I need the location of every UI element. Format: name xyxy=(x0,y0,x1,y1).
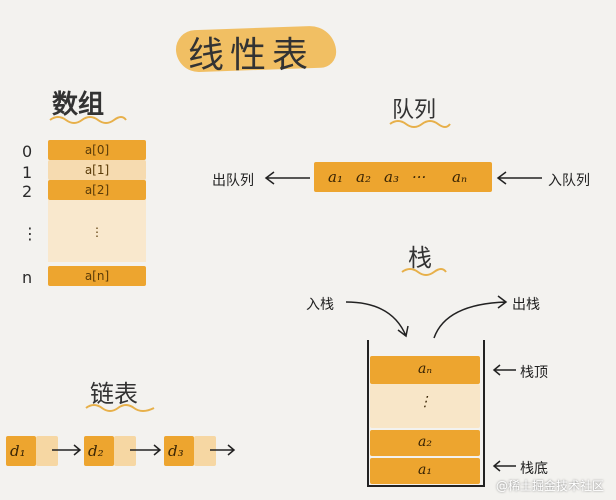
node-1-value: d₁ xyxy=(10,442,26,460)
stack-cell-top: aₙ xyxy=(370,356,480,384)
page-title: 线性表 xyxy=(188,35,315,76)
stack-top-element: aₙ xyxy=(417,361,433,377)
stack-push-label: 入栈 xyxy=(306,297,334,313)
array-index-0: 0 xyxy=(22,142,33,161)
stack-cell-bottom: a₁ xyxy=(370,458,480,484)
stack-bottom-label: 栈底 xyxy=(520,461,548,477)
queue-in-arrow xyxy=(496,171,542,185)
array-cell-1: a[1] xyxy=(48,160,146,180)
array-index-ellipsis: ⋮ xyxy=(22,224,38,243)
array-cell-0: a[0] xyxy=(48,140,146,160)
linked-list-arrow-1 xyxy=(52,444,82,456)
array-heading: 数组 xyxy=(52,90,105,120)
queue-box: a₁ a₂ a₃ ··· aₙ xyxy=(314,162,492,192)
array-cell-ellipsis: ⋮ xyxy=(91,225,103,239)
node-3-next-pointer xyxy=(194,436,216,466)
array-index-1: 1 xyxy=(22,163,33,182)
array-index-n: n xyxy=(22,268,33,287)
node-2-next-pointer xyxy=(114,436,136,466)
queue-in-label: 入队列 xyxy=(548,173,590,189)
watermark: @稀土掘金技术社区 xyxy=(495,479,604,493)
queue-element-3: a₃ xyxy=(384,168,399,186)
node-1-next-pointer xyxy=(36,436,58,466)
linked-list-heading-underline xyxy=(85,404,155,412)
queue-element-n: aₙ xyxy=(452,168,468,186)
stack-pop-arrow xyxy=(433,295,508,339)
array-index-2: 2 xyxy=(22,182,33,201)
stack-top-arrow xyxy=(492,364,516,376)
page-title-area: 线性表 xyxy=(168,14,368,84)
queue-element-2: a₂ xyxy=(356,168,371,186)
node-2-value: d₂ xyxy=(88,442,104,460)
stack-heading: 栈 xyxy=(408,244,432,272)
stack-cell-middle: ⋮ xyxy=(370,384,480,428)
stack-second-element: a₂ xyxy=(418,434,432,450)
stack-heading-underline xyxy=(401,268,447,276)
queue-heading-underline xyxy=(389,120,451,128)
queue-heading: 队列 xyxy=(392,98,437,123)
stack-middle-ellipsis: ⋮ xyxy=(418,394,432,410)
queue-out-label: 出队列 xyxy=(212,173,254,189)
stack-bottom-element: a₁ xyxy=(418,462,432,478)
stack-push-arrow xyxy=(345,301,409,338)
linked-list-heading: 链表 xyxy=(90,380,138,408)
queue-element-1: a₁ xyxy=(328,168,343,186)
stack-top-label: 栈顶 xyxy=(520,365,548,381)
stack-bottom-arrow xyxy=(492,460,516,472)
array-heading-underline xyxy=(49,116,127,124)
stack-cell-second: a₂ xyxy=(370,430,480,456)
array-cell-n: a[n] xyxy=(48,266,146,286)
queue-out-arrow xyxy=(264,171,310,185)
linked-list-arrow-2 xyxy=(130,444,162,456)
array-gap-region xyxy=(48,200,146,262)
linked-list-arrow-3 xyxy=(210,444,236,456)
queue-ellipsis: ··· xyxy=(412,168,427,186)
stack-pop-label: 出栈 xyxy=(512,297,540,313)
node-3-value: d₃ xyxy=(168,442,184,460)
array-cell-2: a[2] xyxy=(48,180,146,200)
stack-container xyxy=(367,340,485,487)
